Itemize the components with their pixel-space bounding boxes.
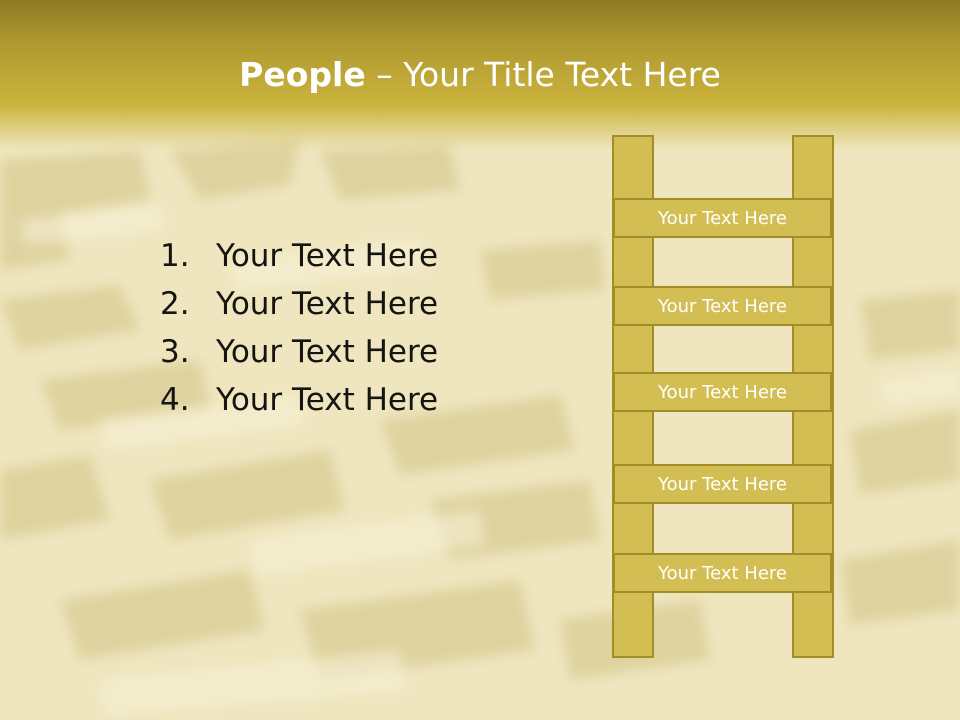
list-item-number: 4. bbox=[160, 382, 190, 418]
list-item-text: Your Text Here bbox=[216, 382, 439, 418]
list-item-text: Your Text Here bbox=[216, 238, 439, 274]
list-item-number: 3. bbox=[160, 334, 190, 370]
numbered-list[interactable]: 1. Your Text Here 2. Your Text Here 3. Y… bbox=[160, 232, 438, 424]
ladder-rung-label: Your Text Here bbox=[658, 381, 787, 403]
list-item: 3. Your Text Here bbox=[160, 328, 438, 376]
ladder-rung-label: Your Text Here bbox=[658, 207, 787, 229]
ladder-rung[interactable]: Your Text Here bbox=[613, 198, 832, 238]
list-item: 2. Your Text Here bbox=[160, 280, 438, 328]
ladder-rung-label: Your Text Here bbox=[658, 562, 787, 584]
ladder-rung[interactable]: Your Text Here bbox=[613, 372, 832, 412]
list-item-number: 1. bbox=[160, 238, 190, 274]
ladder-rung-label: Your Text Here bbox=[658, 473, 787, 495]
list-item-text: Your Text Here bbox=[216, 286, 439, 322]
title-rest-part: – Your Title Text Here bbox=[365, 55, 721, 94]
title-bold-part: People bbox=[239, 55, 366, 94]
slide-title[interactable]: People – Your Title Text Here bbox=[0, 52, 960, 98]
ladder-rung[interactable]: Your Text Here bbox=[613, 464, 832, 504]
ladder-rung[interactable]: Your Text Here bbox=[613, 553, 832, 593]
list-item-number: 2. bbox=[160, 286, 190, 322]
ladder-rung[interactable]: Your Text Here bbox=[613, 286, 832, 326]
title-bar bbox=[0, 0, 960, 150]
ladder-rung-label: Your Text Here bbox=[658, 295, 787, 317]
list-item: 4. Your Text Here bbox=[160, 376, 438, 424]
list-item: 1. Your Text Here bbox=[160, 232, 438, 280]
list-item-text: Your Text Here bbox=[216, 334, 439, 370]
